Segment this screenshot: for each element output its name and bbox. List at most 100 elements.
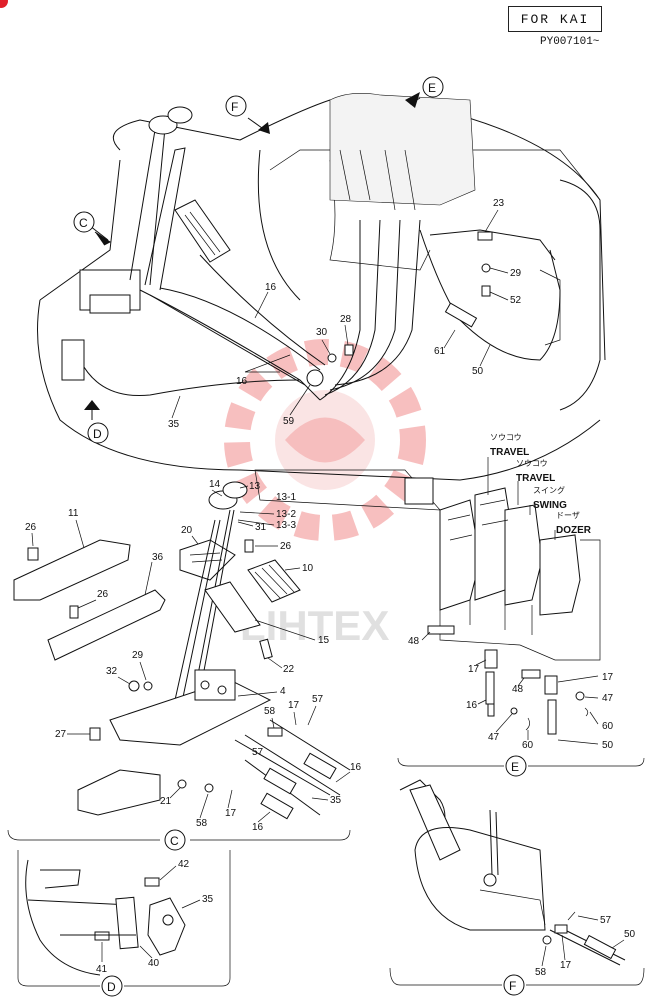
svg-text:16: 16 (350, 762, 362, 773)
svg-text:31: 31 (255, 522, 267, 533)
svg-text:11: 11 (68, 508, 79, 519)
overview-illustration (37, 93, 606, 511)
model-label-box: FOR KAI (508, 6, 602, 32)
serial-range: PY007101~ (540, 36, 600, 48)
svg-text:59: 59 (283, 416, 295, 427)
view-c-illustration (13, 481, 351, 820)
svg-text:C: C (79, 216, 88, 230)
svg-text:13: 13 (249, 481, 261, 492)
valve-label-swing-jp: スイング (533, 485, 565, 495)
svg-text:4: 4 (280, 686, 286, 697)
svg-text:26: 26 (280, 541, 292, 552)
view-d-frame (17, 850, 231, 987)
view-f-illustration (399, 779, 626, 966)
svg-text:40: 40 (148, 958, 160, 969)
view-arrow-F: F (225, 95, 270, 134)
view-d-badge: D (101, 975, 123, 997)
svg-text:50: 50 (472, 366, 484, 377)
svg-text:27: 27 (55, 729, 67, 740)
view-c-frame (7, 829, 351, 841)
svg-text:13-3: 13-3 (276, 520, 296, 531)
view-f-frame (389, 967, 645, 986)
svg-text:15: 15 (318, 635, 330, 646)
svg-text:17: 17 (225, 808, 237, 819)
svg-text:58: 58 (535, 967, 547, 978)
watermark-gear-logo (224, 339, 426, 541)
svg-text:16: 16 (265, 282, 277, 293)
svg-text:13-2: 13-2 (276, 509, 296, 520)
svg-text:58: 58 (196, 818, 208, 829)
svg-text:E: E (511, 760, 519, 774)
valve-labels: ソウコウ TRAVEL ソウコウ TRAVEL スイング SWING ドーザ D… (490, 433, 592, 536)
svg-text:41: 41 (96, 964, 108, 975)
svg-text:20: 20 (181, 525, 193, 536)
svg-text:22: 22 (283, 664, 295, 675)
svg-text:50: 50 (624, 929, 636, 940)
view-e-frame (397, 757, 645, 767)
view-d-illustration (25, 859, 186, 976)
svg-text:57: 57 (312, 694, 324, 705)
view-arrow-E: E (405, 76, 444, 108)
overview-callouts: 23 29 52 16 16 30 28 61 50 35 59 (168, 198, 522, 430)
svg-text:17: 17 (288, 700, 300, 711)
svg-text:17: 17 (468, 664, 480, 675)
svg-text:48: 48 (408, 636, 420, 647)
valve-label-travel-2-jp: ソウコウ (516, 459, 548, 468)
view-f-callouts: 57 50 58 17 (535, 915, 636, 978)
svg-text:60: 60 (522, 740, 534, 751)
svg-text:48: 48 (512, 684, 524, 695)
svg-text:14: 14 (209, 479, 221, 490)
svg-text:42: 42 (178, 859, 190, 870)
svg-text:17: 17 (560, 960, 572, 971)
svg-text:29: 29 (510, 268, 522, 279)
svg-text:26: 26 (97, 589, 109, 600)
view-e-parts (427, 625, 589, 735)
svg-text:21: 21 (160, 796, 172, 807)
view-e-badge: E (505, 755, 527, 777)
svg-text:F: F (509, 979, 516, 993)
svg-text:57: 57 (600, 915, 612, 926)
svg-text:C: C (170, 834, 179, 848)
svg-text:61: 61 (434, 346, 446, 357)
valve-label-dozer-jp: ドーザ (556, 511, 580, 520)
valve-label-dozer: DOZER (556, 525, 592, 536)
svg-text:17: 17 (602, 672, 614, 683)
svg-text:60: 60 (602, 721, 614, 732)
valve-label-travel-2: TRAVEL (516, 473, 555, 484)
svg-text:16: 16 (466, 700, 478, 711)
valve-label-travel-1: TRAVEL (490, 447, 529, 458)
svg-text:29: 29 (132, 650, 144, 661)
svg-text:30: 30 (316, 327, 328, 338)
svg-text:32: 32 (106, 666, 118, 677)
svg-text:13-1: 13-1 (276, 492, 296, 503)
svg-text:36: 36 (152, 552, 164, 563)
svg-text:35: 35 (202, 894, 214, 905)
view-c-badge: C (164, 829, 186, 851)
svg-text:D: D (93, 427, 102, 441)
svg-text:23: 23 (493, 198, 505, 209)
view-arrow-C: C (73, 211, 111, 246)
svg-text:52: 52 (510, 295, 522, 306)
svg-text:47: 47 (488, 732, 500, 743)
valve-label-swing: SWING (533, 500, 567, 511)
svg-text:26: 26 (25, 522, 37, 533)
svg-text:28: 28 (340, 314, 352, 325)
svg-text:F: F (231, 100, 238, 114)
view-arrow-D: D (84, 400, 109, 444)
svg-text:58: 58 (264, 706, 276, 717)
view-e-valves (439, 457, 601, 661)
svg-text:57: 57 (252, 747, 264, 758)
svg-text:47: 47 (602, 693, 614, 704)
svg-text:E: E (428, 81, 436, 95)
svg-text:10: 10 (302, 563, 314, 574)
view-c-callouts: 14 13 13-1 13-2 13-3 31 20 26 10 15 22 2… (25, 479, 362, 833)
corner-marker (0, 0, 8, 8)
svg-text:16: 16 (236, 376, 248, 387)
view-d-callouts: 42 35 40 41 (96, 859, 214, 975)
view-f-badge: F (503, 974, 525, 996)
view-e-callouts: 48 17 16 47 48 17 47 60 60 50 (408, 631, 614, 751)
svg-text:35: 35 (168, 419, 180, 430)
svg-text:16: 16 (252, 822, 264, 833)
svg-text:35: 35 (330, 795, 342, 806)
